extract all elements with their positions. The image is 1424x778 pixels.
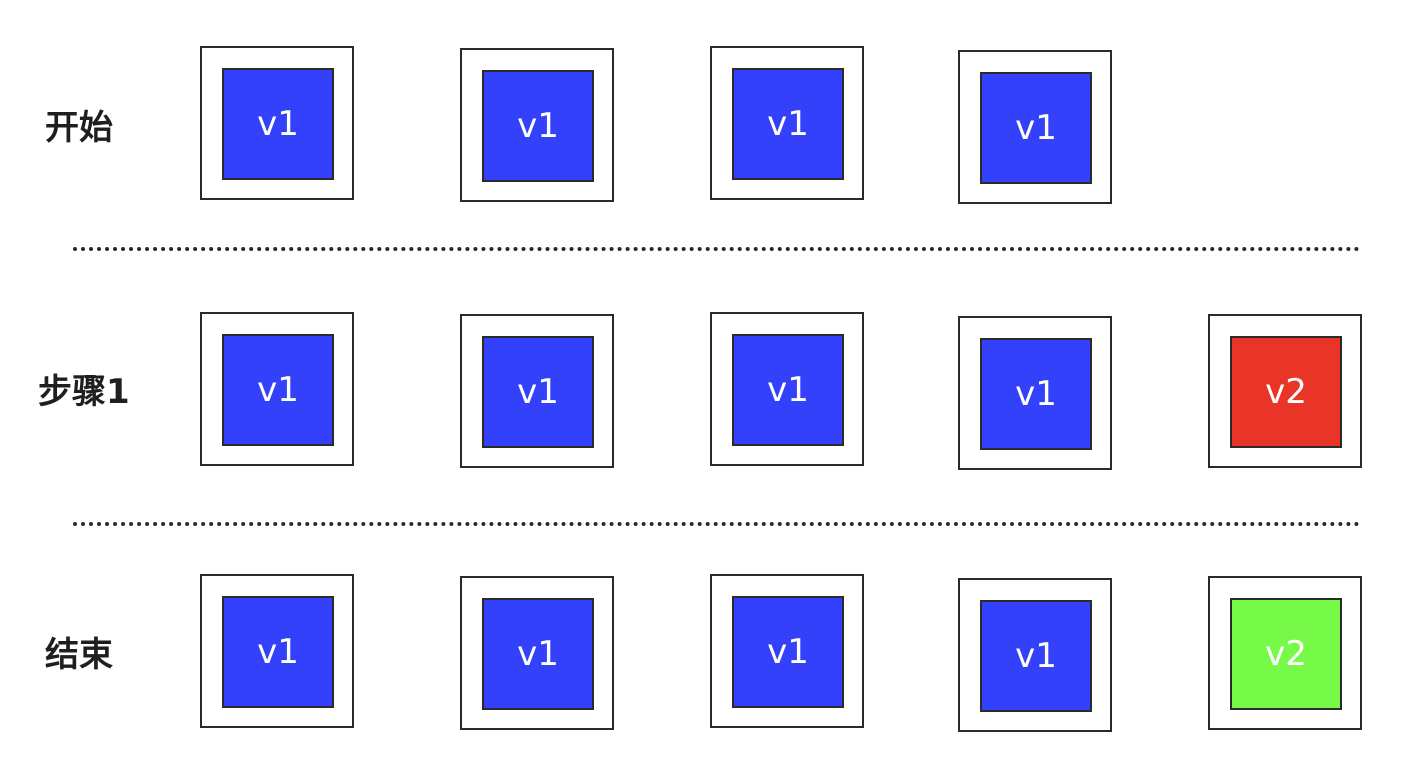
pod-box: v1	[732, 596, 844, 708]
node-box: v1	[460, 576, 614, 730]
pod-box: v1	[222, 596, 334, 708]
pod-box: v2	[1230, 598, 1342, 710]
node-box: v1	[958, 578, 1112, 732]
row-divider	[73, 522, 1360, 526]
node-box: v1	[710, 312, 864, 466]
pod-box: v1	[482, 598, 594, 710]
node-box: v1	[460, 48, 614, 202]
pod-box: v1	[980, 338, 1092, 450]
pod-box: v1	[980, 600, 1092, 712]
node-box: v1	[710, 574, 864, 728]
pod-box: v1	[980, 72, 1092, 184]
pod-box: v1	[732, 68, 844, 180]
pod-box: v1	[222, 68, 334, 180]
node-box: v1	[958, 316, 1112, 470]
node-box: v1	[200, 574, 354, 728]
pod-box: v1	[732, 334, 844, 446]
row-divider	[73, 247, 1360, 251]
node-box: v2	[1208, 576, 1362, 730]
row-label-start: 开始	[45, 108, 113, 148]
row-label-step1: 步骤1	[38, 372, 130, 412]
node-box: v1	[710, 46, 864, 200]
pod-box: v1	[482, 336, 594, 448]
pod-box: v2	[1230, 336, 1342, 448]
pod-box: v1	[482, 70, 594, 182]
node-box: v1	[200, 46, 354, 200]
node-box: v1	[460, 314, 614, 468]
row-label-end: 结束	[45, 635, 113, 675]
node-box: v2	[1208, 314, 1362, 468]
pod-box: v1	[222, 334, 334, 446]
node-box: v1	[200, 312, 354, 466]
node-box: v1	[958, 50, 1112, 204]
